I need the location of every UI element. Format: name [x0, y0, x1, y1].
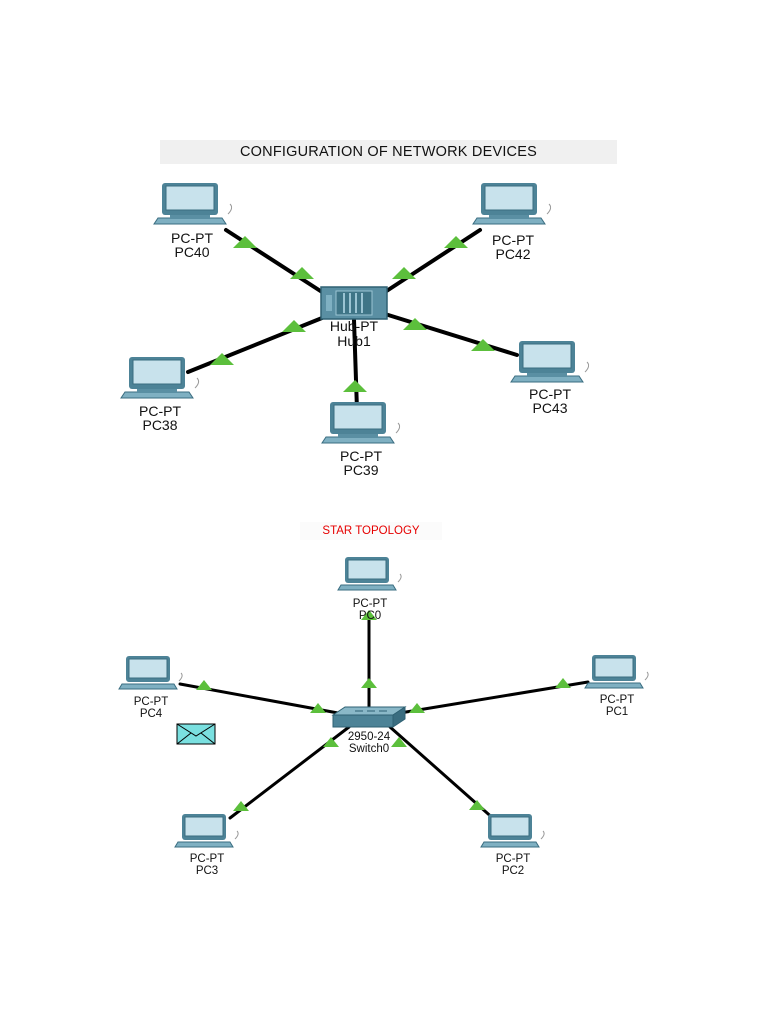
pc-device[interactable] [118, 655, 183, 690]
pc-type-label: PC-PT [353, 598, 388, 610]
pc-device[interactable] [510, 340, 590, 383]
pc-type-label: PC-PT [134, 696, 169, 708]
switch-icon [331, 706, 407, 728]
desktop-pc-icon [118, 655, 183, 690]
link-up-indicator [409, 703, 425, 713]
desktop-pc-icon [510, 340, 590, 383]
pc-device[interactable] [153, 182, 233, 225]
pc-name-label: PC42 [495, 246, 530, 262]
desktop-pc-icon [321, 401, 401, 444]
pc-device[interactable] [120, 356, 200, 399]
link-up-indicator [310, 703, 326, 713]
link-up-indicator [471, 339, 495, 351]
link-up-indicator [196, 680, 212, 690]
star-topology-caption: STAR TOPOLOGY [300, 522, 442, 540]
hub-link-indicators [210, 236, 495, 392]
pc-type-label: PC-PT [139, 403, 181, 419]
pc-device[interactable] [480, 813, 545, 848]
pc-device[interactable] [337, 556, 402, 591]
pc-name-label: PC0 [359, 610, 381, 622]
link-up-indicator [361, 678, 377, 688]
pc-name-label: PC3 [196, 865, 218, 877]
switch-link-indicators [196, 610, 571, 811]
pc-type-label: PC-PT [600, 694, 635, 706]
link-hub1-pc40[interactable] [224, 228, 324, 294]
link-up-indicator [323, 737, 339, 747]
page-title: CONFIGURATION OF NETWORK DEVICES [160, 140, 617, 164]
desktop-pc-icon [153, 182, 233, 225]
hub-name-label: Hub1 [337, 333, 371, 349]
pc-name-label: PC1 [606, 706, 628, 718]
link-up-indicator [210, 353, 234, 365]
link-up-indicator [233, 801, 249, 811]
pc-device[interactable] [584, 654, 649, 689]
link-up-indicator [233, 236, 257, 248]
desktop-pc-icon [174, 813, 239, 848]
envelope-icon [176, 723, 216, 745]
pdu-envelope[interactable] [176, 723, 216, 745]
desktop-pc-icon [120, 356, 200, 399]
link-up-indicator [392, 267, 416, 279]
pc-type-label: PC-PT [340, 448, 382, 464]
desktop-pc-icon [472, 182, 552, 225]
pc-type-label: PC-PT [171, 230, 213, 246]
pc-type-label: PC-PT [496, 853, 531, 865]
link-up-indicator [403, 318, 427, 330]
pc-name-label: PC39 [343, 462, 378, 478]
link-hub1-pc39[interactable] [352, 318, 359, 412]
hub-device[interactable] [320, 286, 388, 320]
switch-model-label: 2950-24 [348, 731, 391, 743]
switch-name-label: Switch0 [349, 743, 389, 755]
link-hub1-pc38[interactable] [186, 316, 324, 374]
pc-device[interactable] [472, 182, 552, 225]
link-up-indicator [555, 678, 571, 688]
link-up-indicator [290, 267, 314, 279]
pc-name-label: PC2 [502, 865, 524, 877]
link-up-indicator [282, 320, 306, 332]
pc-name-label: PC4 [140, 708, 163, 720]
hub-icon [320, 286, 388, 320]
pc-name-label: PC40 [174, 244, 209, 260]
pc-device[interactable] [174, 813, 239, 848]
switch-device[interactable] [331, 706, 407, 728]
pc-type-label: PC-PT [492, 232, 534, 248]
link-up-indicator [361, 610, 377, 620]
hub-type-label: Hub-PT [330, 318, 379, 334]
pc-type-label: PC-PT [529, 386, 571, 402]
link-up-indicator [391, 737, 407, 747]
link-up-indicator [444, 236, 468, 248]
pc-type-label: PC-PT [190, 853, 225, 865]
desktop-pc-icon [584, 654, 649, 689]
desktop-pc-icon [480, 813, 545, 848]
link-hub1-pc43[interactable] [383, 312, 519, 357]
link-up-indicator [343, 380, 367, 392]
desktop-pc-icon [337, 556, 402, 591]
pc-name-label: PC43 [532, 400, 567, 416]
pc-name-label: PC38 [142, 417, 177, 433]
pc-device[interactable] [321, 401, 401, 444]
link-hub1-pc42[interactable] [383, 228, 482, 294]
link-up-indicator [469, 800, 485, 810]
